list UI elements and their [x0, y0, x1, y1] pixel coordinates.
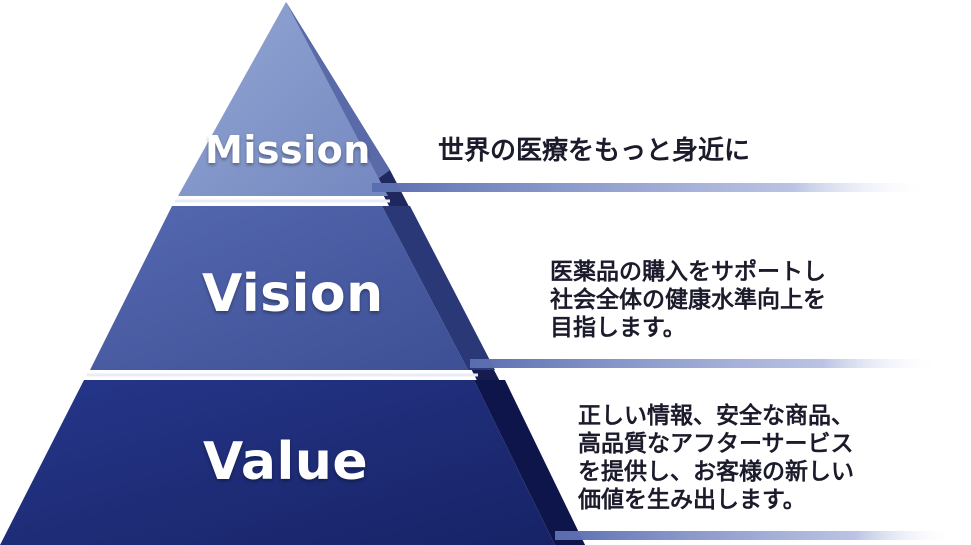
mission-text: 世界の医療をもっと身近に [438, 136, 751, 166]
mission-leader-line [372, 183, 932, 192]
value-tier-side [474, 380, 585, 545]
vision-tier-side [382, 206, 495, 370]
mission-tier [178, 2, 388, 196]
vision-leader-line [470, 359, 940, 368]
pyramid-side-face-upper [286, 2, 390, 185]
vision-label: Vision [202, 264, 384, 324]
value-tier [0, 380, 555, 545]
vision-tier [90, 206, 468, 370]
mission-label: Mission [205, 128, 371, 172]
vision-text: 医薬品の購入をサポートし 社会全体の健康水準向上を 目指します。 [550, 259, 826, 342]
value-label: Value [203, 432, 369, 492]
value-text: 正しい情報、安全な商品、 高品質なアフターサービス を提供し、お客様の新しい 価… [578, 403, 854, 514]
value-leader-line [555, 531, 955, 540]
